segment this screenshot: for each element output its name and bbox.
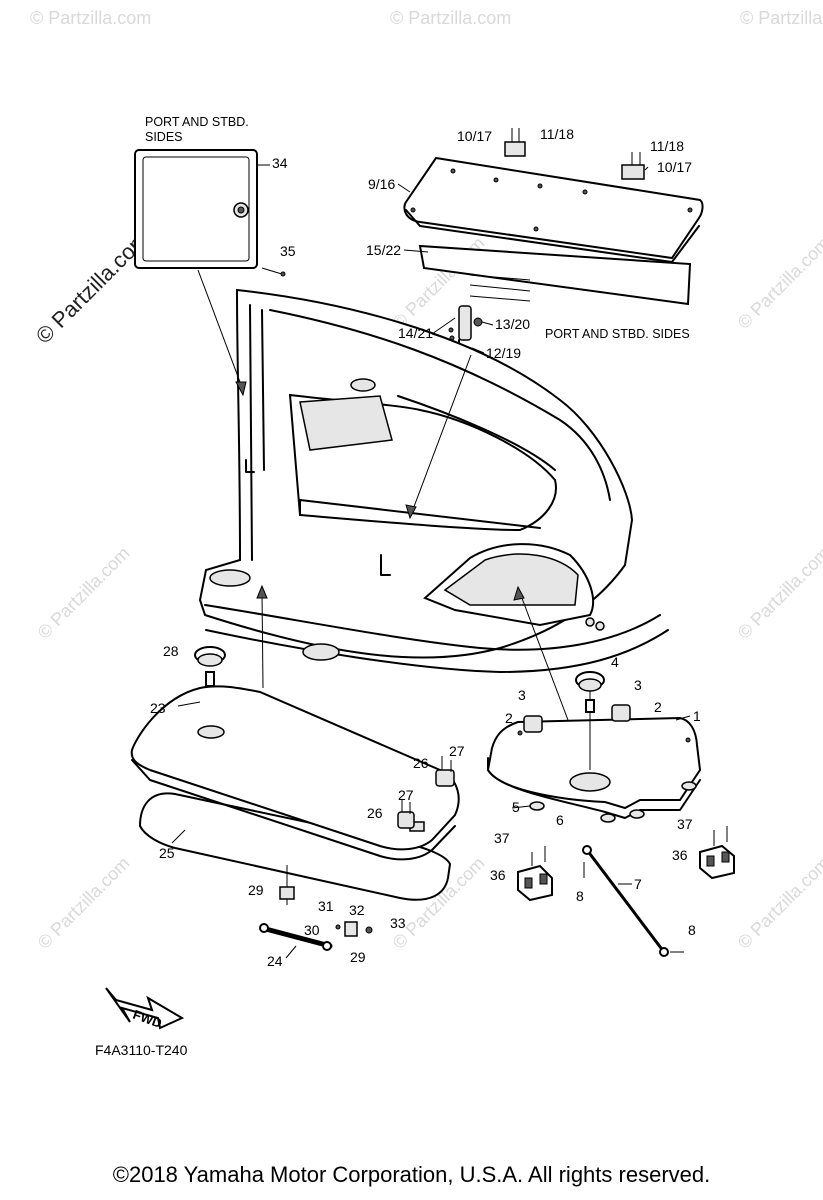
callout-label: 11/18 bbox=[540, 126, 574, 142]
callout-label: 4 bbox=[611, 654, 619, 670]
hatch-hinge-lower[interactable] bbox=[397, 800, 415, 829]
rubber-stops-5[interactable] bbox=[529, 781, 697, 823]
callout-label: 9/16 bbox=[368, 176, 395, 192]
callout-label: 1 bbox=[693, 708, 701, 724]
callout-label: 14/21 bbox=[398, 325, 433, 341]
callout-label: 8 bbox=[576, 888, 584, 904]
callout-label: 15/22 bbox=[366, 242, 401, 258]
callout-label: 26 bbox=[367, 805, 383, 821]
bracket-36-left[interactable] bbox=[517, 846, 553, 902]
drain-plug-4[interactable] bbox=[575, 671, 605, 713]
callout-label: 2 bbox=[654, 699, 662, 715]
callout-labels: 1 2 2 3 3 4 5 6 7 8 8 9/16 10/17 10/17 1… bbox=[150, 126, 701, 969]
callout-label: 32 bbox=[349, 902, 365, 918]
watermark: © Partzilla.com bbox=[734, 853, 823, 953]
callout-label: 29 bbox=[248, 882, 264, 898]
callout-label: 29 bbox=[350, 949, 366, 965]
callout-label: 8 bbox=[688, 922, 696, 938]
copyright-footer: ©2018 Yamaha Motor Corporation, U.S.A. A… bbox=[112, 1162, 711, 1187]
callout-label: 3 bbox=[518, 687, 526, 703]
lid-hinge-right[interactable] bbox=[621, 152, 645, 180]
callout-label: 5 bbox=[512, 799, 520, 815]
drain-plug-28[interactable] bbox=[194, 646, 226, 687]
callout-label: 37 bbox=[494, 830, 510, 846]
callout-label: 35 bbox=[280, 243, 296, 259]
callout-label: 6 bbox=[556, 812, 564, 828]
callout-label: 10/17 bbox=[457, 128, 492, 144]
callout-label: 34 bbox=[272, 155, 288, 171]
watermark: © Partzilla.com bbox=[734, 543, 823, 643]
callout-label: 7 bbox=[634, 876, 642, 892]
bracket-36-right[interactable] bbox=[699, 826, 735, 880]
callout-label: 3 bbox=[634, 677, 642, 693]
watermark: © Partzilla.com bbox=[30, 8, 151, 28]
callout-label: 36 bbox=[490, 867, 506, 883]
callout-label: 12/19 bbox=[486, 345, 521, 361]
callout-label: 24 bbox=[267, 953, 283, 969]
callout-label: 11/18 bbox=[650, 138, 684, 154]
callout-label: 31 bbox=[318, 898, 334, 914]
callout-label: 2 bbox=[505, 710, 513, 726]
lower-hatch-lid[interactable] bbox=[130, 685, 460, 901]
forward-arrow-icon: FWD bbox=[105, 987, 185, 1031]
callout-label: 36 bbox=[672, 847, 688, 863]
callout-label: 27 bbox=[449, 743, 465, 759]
callout-label: 23 bbox=[150, 700, 166, 716]
stay-rod-7[interactable] bbox=[582, 845, 684, 957]
hatch-hinge-upper[interactable] bbox=[435, 756, 455, 787]
upper-storage-lid[interactable] bbox=[403, 156, 704, 306]
callout-label: 25 bbox=[159, 845, 175, 861]
hull-deck-body bbox=[198, 288, 669, 673]
callout-label: 26 bbox=[413, 755, 429, 771]
watermark: © Partzilla.com bbox=[34, 853, 134, 953]
watermark: © Partzilla.com bbox=[734, 233, 823, 333]
gas-strut-24[interactable] bbox=[259, 865, 373, 951]
drawing-code: F4A3110-T240 bbox=[95, 1042, 188, 1058]
callout-label: 30 bbox=[304, 922, 320, 938]
watermark: © Partzilla.com bbox=[34, 543, 134, 643]
note-port-stbd-2: SIDES bbox=[145, 130, 183, 144]
callout-leaders bbox=[171, 164, 691, 959]
callout-label: 33 bbox=[390, 915, 406, 931]
front-hatch-1[interactable] bbox=[486, 690, 702, 819]
access-door-part[interactable] bbox=[134, 149, 286, 277]
note-port-stbd-1: PORT AND STBD. bbox=[145, 115, 249, 129]
lid-hinge-left[interactable] bbox=[504, 128, 526, 157]
watermark: © Partzilla.com bbox=[740, 8, 823, 28]
watermark: © Partzilla.com bbox=[390, 8, 511, 28]
note-port-stbd-right: PORT AND STBD. SIDES bbox=[545, 327, 690, 341]
callout-label: 27 bbox=[398, 787, 414, 803]
callout-label: 10/17 bbox=[657, 159, 692, 175]
callout-label: 37 bbox=[677, 816, 693, 832]
latch-assembly[interactable] bbox=[448, 274, 531, 353]
front-hatch-hinges[interactable] bbox=[523, 704, 631, 733]
leader-arrows bbox=[197, 269, 569, 721]
callout-label: 28 bbox=[163, 643, 179, 659]
callout-label: 13/20 bbox=[495, 316, 530, 332]
